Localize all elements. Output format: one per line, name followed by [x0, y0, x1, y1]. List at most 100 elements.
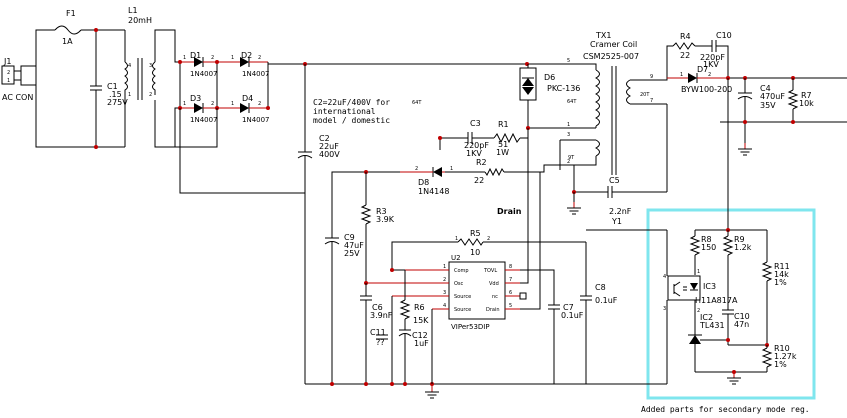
- u2-pin-3: 3: [443, 290, 446, 296]
- capacitor-c9: C9 47uF 25V: [324, 233, 364, 384]
- c12-ref: C12: [412, 331, 428, 340]
- d7-ref: D7: [697, 65, 708, 74]
- c3-ref: C3: [470, 119, 481, 128]
- r7-value: 10k: [799, 99, 814, 108]
- c1-voltage: 275V: [107, 98, 128, 107]
- resistor-r6: R6 15K: [399, 270, 429, 330]
- diode-d7: D7 BYW100-200 1 2: [667, 65, 732, 94]
- c6-ref: C6: [372, 303, 383, 312]
- r4-value: 22: [680, 51, 690, 60]
- c9-value: 47uF: [344, 241, 364, 250]
- r10-value: 1.27k: [774, 352, 797, 361]
- wire-hv-rail: [267, 62, 570, 65]
- d7-pin-2: 2: [708, 72, 711, 78]
- d1-value: 1N4007: [190, 70, 218, 78]
- r6-ref: R6: [414, 303, 425, 312]
- resistor-r7: R7 10k: [787, 78, 814, 122]
- u2-pin-1: 1: [443, 264, 446, 270]
- bridge-rectifier: D1 1N4007 1 2 D2 1N4007 1 2 D3 1N4007 1 …: [155, 51, 270, 148]
- r8-value: 150: [701, 243, 716, 252]
- c3-voltage: 1KV: [466, 149, 482, 158]
- c4-voltage: 35V: [760, 101, 776, 110]
- wire-ac-top: [35, 29, 55, 71]
- c8-value: 0.1uF: [595, 296, 618, 305]
- transformer-tx1: TX1 Cramer Coil CSM2525-007 5 1 3 2 64T …: [560, 31, 668, 175]
- c5-class: Y1: [611, 217, 622, 226]
- d8-value: 1N4148: [418, 187, 449, 196]
- d7-pin-1: 1: [680, 72, 683, 78]
- resistor-r9: R9 1.2k: [722, 230, 752, 310]
- r5-ref: R5: [470, 229, 481, 238]
- d6-ref: D6: [544, 73, 555, 82]
- resistor-r5: R5 10 1 2: [455, 229, 586, 257]
- c2-value: 22uF: [319, 142, 339, 151]
- connector-j1: J1 2 1 AC CON: [1, 57, 37, 102]
- capacitor-c11: C11 ??: [370, 328, 388, 347]
- l1-pin-1: 1: [128, 92, 131, 98]
- d6-value: PKC-136: [547, 84, 580, 93]
- resistor-r1: R1 51 1W: [493, 120, 528, 157]
- shunt-reference-ic2: IC2 TL431: [688, 313, 728, 372]
- d1-ref: D1: [190, 51, 201, 60]
- c4-ref: C4: [760, 84, 771, 93]
- tx1-ref: TX1: [595, 31, 611, 40]
- d1-pin-2: 2: [211, 55, 214, 61]
- ic3-pin-2: 2: [697, 308, 700, 314]
- tx1-part: CSM2525-007: [583, 52, 639, 61]
- c11-value: ??: [376, 338, 385, 347]
- c2-note-line3: model / domestic: [313, 116, 390, 125]
- u2-pin-osc: Osc: [454, 281, 464, 287]
- optocoupler-ic3: IC3 H11A817A 4 3 1 2: [663, 269, 738, 314]
- clamp-d6: D6 PKC-136: [519, 64, 580, 128]
- l1-pin-2: 2: [149, 92, 152, 98]
- diode-d8: D8 1N4148 2 1: [400, 166, 453, 196]
- ground-symbol-primary: [424, 385, 440, 399]
- j1-pin-1: 1: [7, 78, 10, 84]
- resistor-r4: R4 22: [672, 32, 712, 60]
- capacitor-c5: C5 2.2nF Y1: [573, 165, 667, 226]
- c9-voltage: 25V: [344, 249, 360, 258]
- capacitor-c6: C6 3.9nF: [360, 283, 393, 384]
- j1-ref: J1: [3, 57, 11, 66]
- r11-tol: 1%: [774, 278, 787, 287]
- ic3-pin-4: 4: [663, 274, 666, 280]
- j1-name: AC CON: [2, 93, 33, 102]
- r7-ref: R7: [801, 91, 812, 100]
- d2-value: 1N4007: [242, 70, 270, 78]
- d8-pin-1: 1: [450, 166, 453, 172]
- c12-value: 1uF: [414, 339, 429, 348]
- u2-ref: U2: [451, 254, 461, 262]
- r1-value: 51: [498, 140, 508, 149]
- d7-value: BYW100-200: [681, 85, 732, 94]
- r1-power: 1W: [496, 148, 509, 157]
- d2-pin-2: 2: [258, 55, 261, 61]
- f1-value: 1A: [62, 37, 73, 46]
- r11-value: 14k: [774, 270, 789, 279]
- r3-ref: R3: [376, 207, 387, 216]
- capacitor-c7: C7 0.1uF: [548, 296, 584, 384]
- j1-pin-2: 2: [7, 70, 10, 76]
- r11-ref: R11: [774, 262, 790, 271]
- u2-pin-4: 4: [443, 303, 446, 309]
- r5-value: 10: [470, 248, 480, 257]
- d1-pin-1: 1: [183, 55, 186, 61]
- d3-ref: D3: [190, 94, 201, 103]
- ic2-ref: IC2: [700, 313, 713, 322]
- c8-ref: C8: [595, 283, 606, 292]
- tx1-turns-primary: 64T: [567, 99, 577, 105]
- u2-pin-source-b: Source: [454, 307, 471, 313]
- r8-ref: R8: [701, 235, 712, 244]
- ground-symbol-secondary: [737, 142, 753, 156]
- resistor-r2: R2 22: [445, 158, 505, 185]
- tx1-pin-1: 1: [567, 122, 570, 128]
- d4-ref: D4: [242, 94, 253, 103]
- r6-value: 15K: [413, 316, 429, 325]
- c10-top-value: 220pF: [700, 53, 725, 62]
- resistor-r3: R3 3.9K: [360, 172, 395, 283]
- d2-pin-1: 1: [231, 55, 234, 61]
- capacitor-c1: C1 .15 275V: [90, 66, 128, 149]
- tx1-maker: Cramer Coil: [590, 40, 637, 49]
- c6-value: 3.9nF: [370, 311, 393, 320]
- diode-d3: D3 1N4007 1 2: [180, 94, 218, 124]
- u2-pin-6: 6: [509, 290, 512, 296]
